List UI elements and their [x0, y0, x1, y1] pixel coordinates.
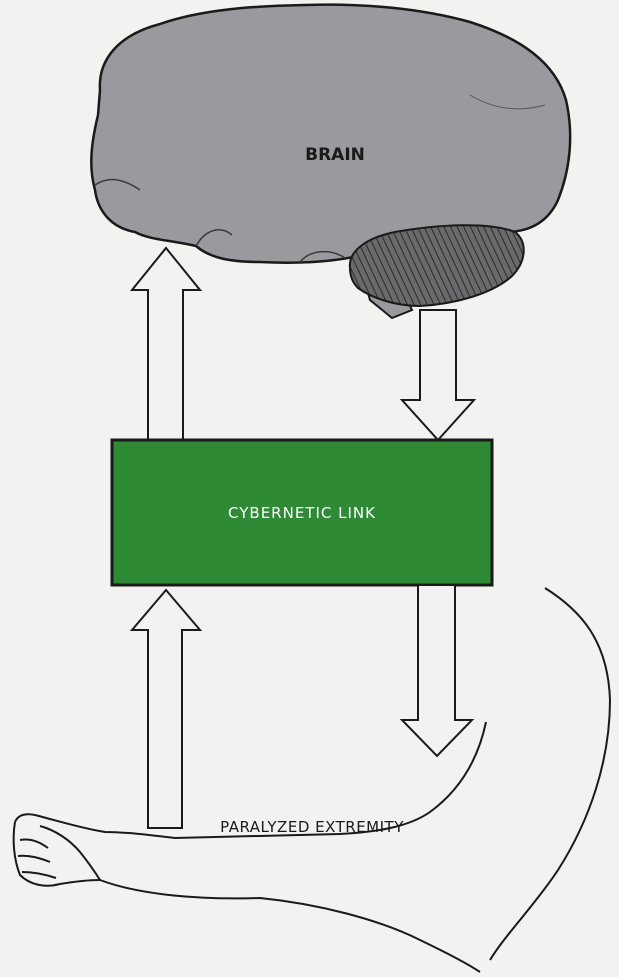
- brain-shape: [91, 5, 570, 263]
- paralyzed-extremity-label: PARALYZED EXTREMITY: [220, 818, 404, 836]
- arm-outline: [490, 588, 610, 960]
- cerebellum: [350, 225, 524, 306]
- arrow-down-to-link: [402, 310, 474, 440]
- arrow-up-to-brain: [132, 248, 200, 440]
- arrow-down-to-extremity: [402, 585, 472, 756]
- forearm-bottom: [100, 880, 480, 972]
- brain-label: BRAIN: [305, 145, 365, 165]
- arrow-up-from-extremity: [132, 590, 200, 828]
- cybernetic-link-label: CYBERNETIC LINK: [228, 504, 376, 522]
- hand: [14, 822, 100, 886]
